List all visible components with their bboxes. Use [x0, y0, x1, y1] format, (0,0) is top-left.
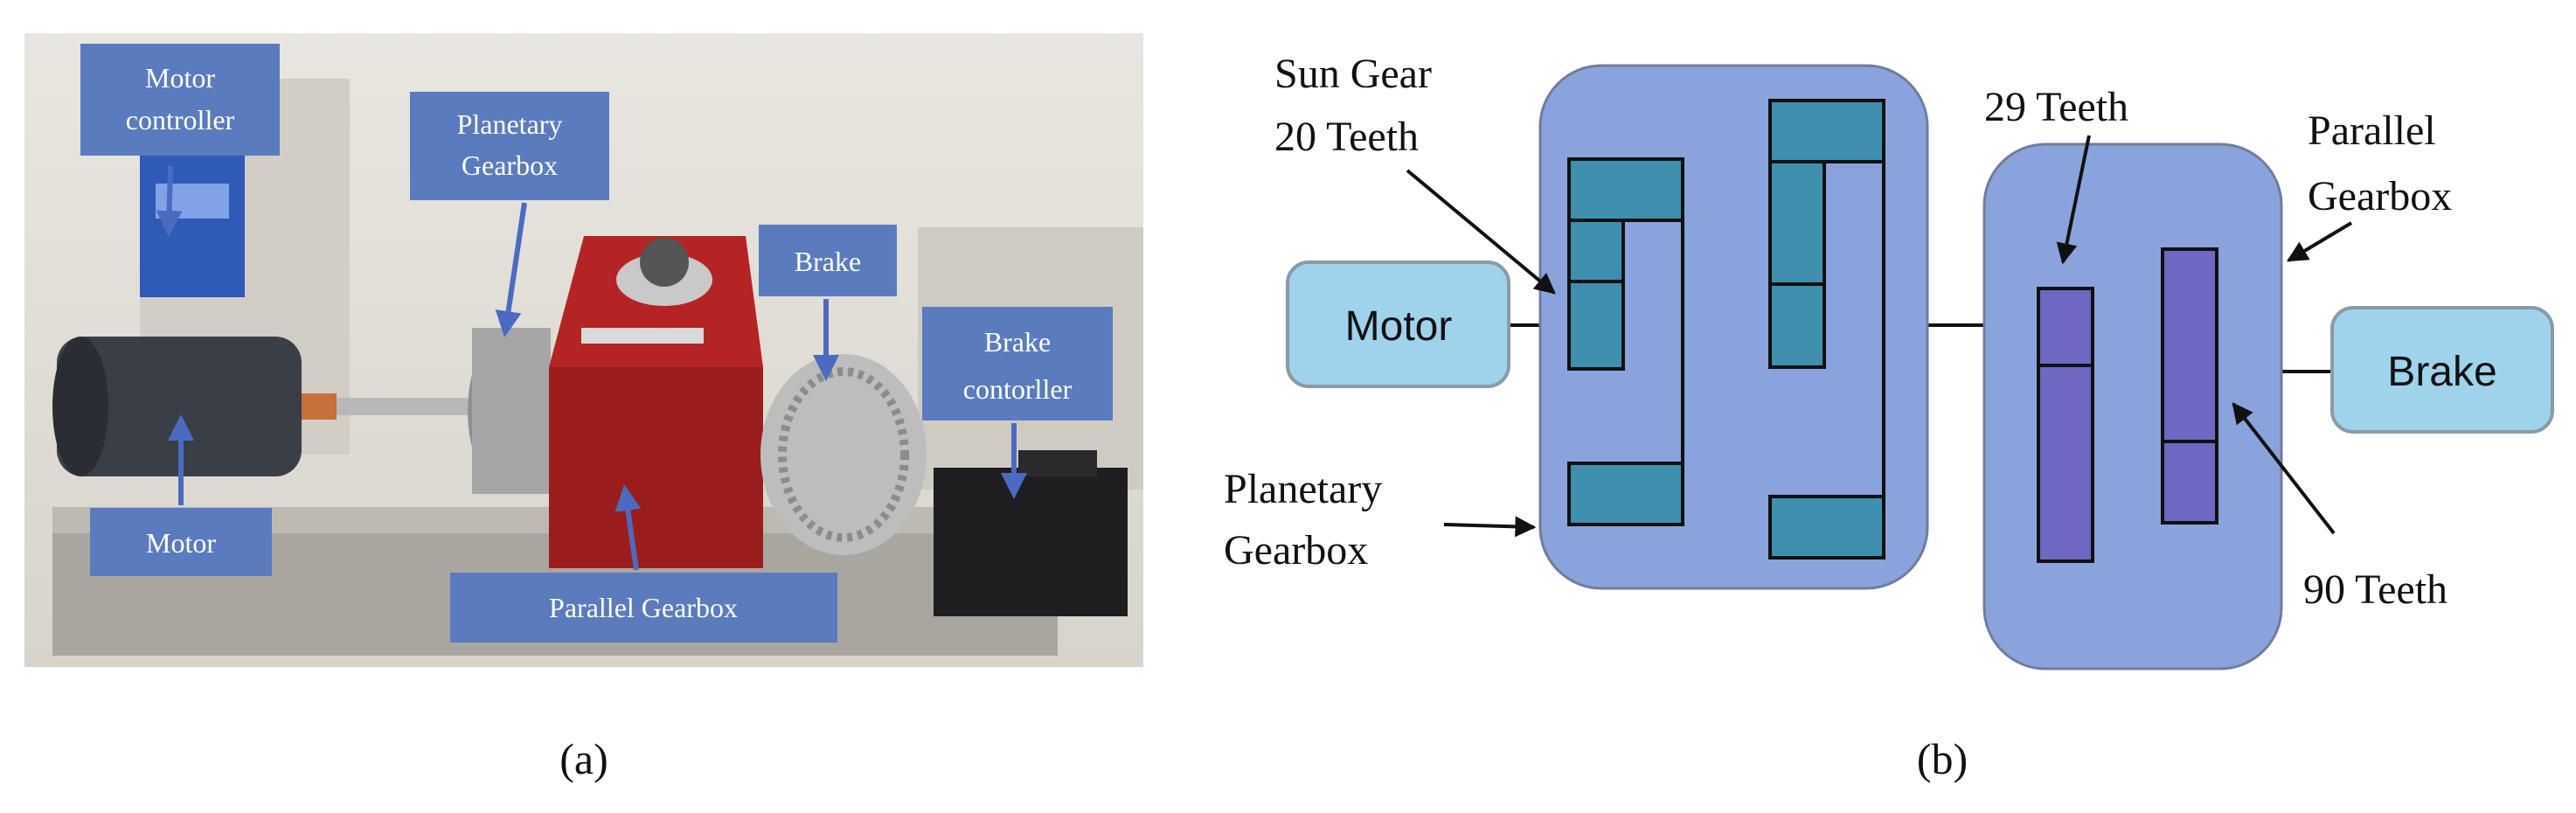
brake-label: Brake: [2387, 349, 2496, 395]
planetary-stage-1: [1567, 157, 1684, 526]
carrier-2: [1824, 160, 1885, 497]
label-text: Brake: [795, 246, 861, 277]
label-box: [922, 307, 1113, 420]
photo-motor-body: [57, 337, 302, 476]
label-box: [450, 573, 837, 643]
sun-gear-line-1: Sun Gear: [1274, 51, 1432, 97]
photo-brake-controller-fins: [1018, 450, 1097, 476]
planet-gear-segment-2a: [1768, 160, 1826, 286]
arrow-sun-gear: [1406, 169, 1556, 295]
photo-gearbox-handle: [581, 328, 704, 344]
parallel-gearbox-line-1: Parallel: [2308, 108, 2436, 154]
planetary-gearbox-line-2: Gearbox: [1224, 527, 1368, 573]
label-sun-gear: Sun Gear 20 Teeth: [1274, 51, 1432, 160]
caption-a: (a): [559, 734, 608, 783]
label-box: [759, 225, 897, 296]
photo-panel: Motor controller Planetary Gearbox Brake…: [24, 33, 1143, 783]
photo-motor-face: [52, 337, 108, 476]
arrow-90-teeth: [2232, 402, 2336, 535]
photo-label-brake-controller: Brake contorller: [922, 307, 1113, 420]
planet-gear-bottom-1: [1567, 462, 1684, 526]
motor-block: Motor: [1286, 261, 1510, 388]
photo-coupling: [302, 393, 337, 420]
label-text: Parallel Gearbox: [549, 592, 738, 623]
arrow-to-planetary-gearbox: [495, 202, 527, 337]
label-box: [90, 508, 272, 576]
label-box: [80, 44, 280, 156]
label-line-1: Motor: [145, 62, 215, 94]
ring-gear-bottom-2: [1768, 495, 1885, 559]
label-line-2: contorller: [963, 373, 1073, 405]
ring-gear-top-2: [1768, 99, 1885, 163]
arrow-29-teeth: [2056, 135, 2091, 265]
photo-label-motor-controller: Motor controller: [80, 44, 280, 156]
label-parallel-gearbox: Parallel Gearbox: [2308, 108, 2452, 219]
photo-motor-controller-body: [140, 153, 245, 297]
photo-label-brake: Brake: [759, 225, 897, 296]
planet-gear-segment-2b: [1768, 282, 1826, 369]
planetary-gearbox-line-1: Planetary: [1224, 466, 1382, 512]
photo-shaft: [337, 398, 468, 415]
sun-gear-segment-2: [1567, 280, 1625, 371]
carrier-1: [1623, 219, 1684, 463]
planet-gear-top-1: [1567, 157, 1684, 222]
brake-box: [2330, 306, 2554, 434]
photo-parallel-gearbox-body: [549, 367, 763, 568]
sun-gear-line-2: 20 Teeth: [1274, 114, 1419, 160]
photo-planetary-body: [472, 328, 551, 494]
brake-block: Brake: [2330, 306, 2554, 434]
photo-gearbox-knob: [640, 238, 689, 287]
photo-label-motor: Motor: [90, 508, 272, 576]
motor-label: Motor: [1345, 303, 1453, 350]
arrow-to-motor-controller: [156, 165, 183, 237]
label-29-teeth: 29 Teeth: [1984, 84, 2128, 130]
parallel-gears: [2037, 247, 2218, 563]
parallel-gearbox-line-2: Gearbox: [2308, 173, 2452, 219]
label-planetary-gearbox: Planetary Gearbox: [1224, 466, 1382, 573]
photo-brake-fins: [778, 367, 909, 542]
motor-box: [1286, 261, 1510, 388]
sun-gear-segment-1: [1567, 219, 1625, 283]
planetary-stage-2: [1768, 99, 1885, 559]
photo-label-planetary-gearbox: Planetary Gearbox: [410, 92, 609, 200]
photo-brake-body: [760, 354, 927, 555]
label-line-2: Gearbox: [462, 149, 558, 181]
arrow-parallel-gearbox: [2286, 221, 2353, 262]
photo-label-parallel-gearbox: Parallel Gearbox: [450, 573, 837, 643]
photo-brake-controller-body: [934, 468, 1128, 616]
label-line-1: Brake: [984, 326, 1051, 358]
arrow-to-parallel-gearbox: [614, 484, 642, 571]
caption-b: (b): [1917, 734, 1968, 783]
label-90-teeth: 90 Teeth: [2303, 566, 2448, 613]
label-text: Motor: [146, 527, 216, 559]
arrow-planetary-gearbox: [1443, 516, 1537, 538]
gear-90-teeth: [2161, 247, 2218, 525]
label-box: [410, 92, 609, 200]
label-line-2: controller: [126, 104, 235, 136]
schematic-panel: Motor Brake: [1224, 51, 2554, 783]
gear-29-teeth: [2037, 287, 2094, 563]
label-line-1: Planetary: [457, 108, 563, 140]
